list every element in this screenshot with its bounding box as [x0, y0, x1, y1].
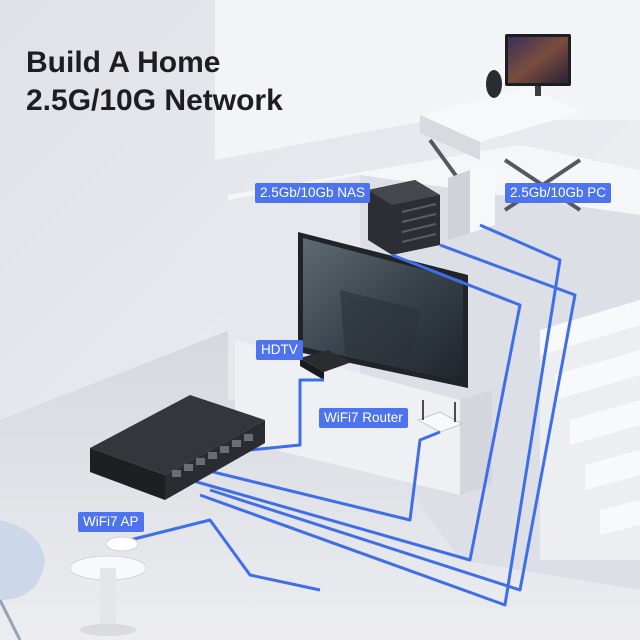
chair — [0, 520, 45, 640]
wifi7-ap-device — [105, 536, 139, 552]
headphones — [486, 70, 502, 98]
headline-line-1: Build A Home — [26, 46, 221, 79]
monitor — [505, 34, 571, 96]
tv-cabinet-side — [460, 390, 492, 495]
hdtv-screen — [298, 232, 468, 388]
label-wifi7-ap: WiFi7 AP — [78, 512, 144, 532]
label-pc: 2.5Gb/10Gb PC — [505, 183, 612, 203]
label-hdtv: HDTV — [256, 340, 303, 360]
wifi7-router-device — [416, 400, 464, 433]
label-wifi7-router: WiFi7 Router — [319, 408, 408, 428]
ethernet-cables — [129, 223, 577, 607]
label-nas: 2.5Gb/10Gb NAS — [255, 183, 371, 203]
headline-line-2: 2.5G/10G Network — [26, 84, 283, 117]
staircase — [540, 300, 640, 560]
nas-device — [368, 180, 440, 255]
side-table — [69, 555, 147, 636]
pc-tower — [448, 162, 495, 240]
headline: Build A Home 2.5G/10G Network — [26, 44, 283, 120]
network-switch — [90, 395, 265, 500]
hdtv-box — [300, 350, 352, 380]
